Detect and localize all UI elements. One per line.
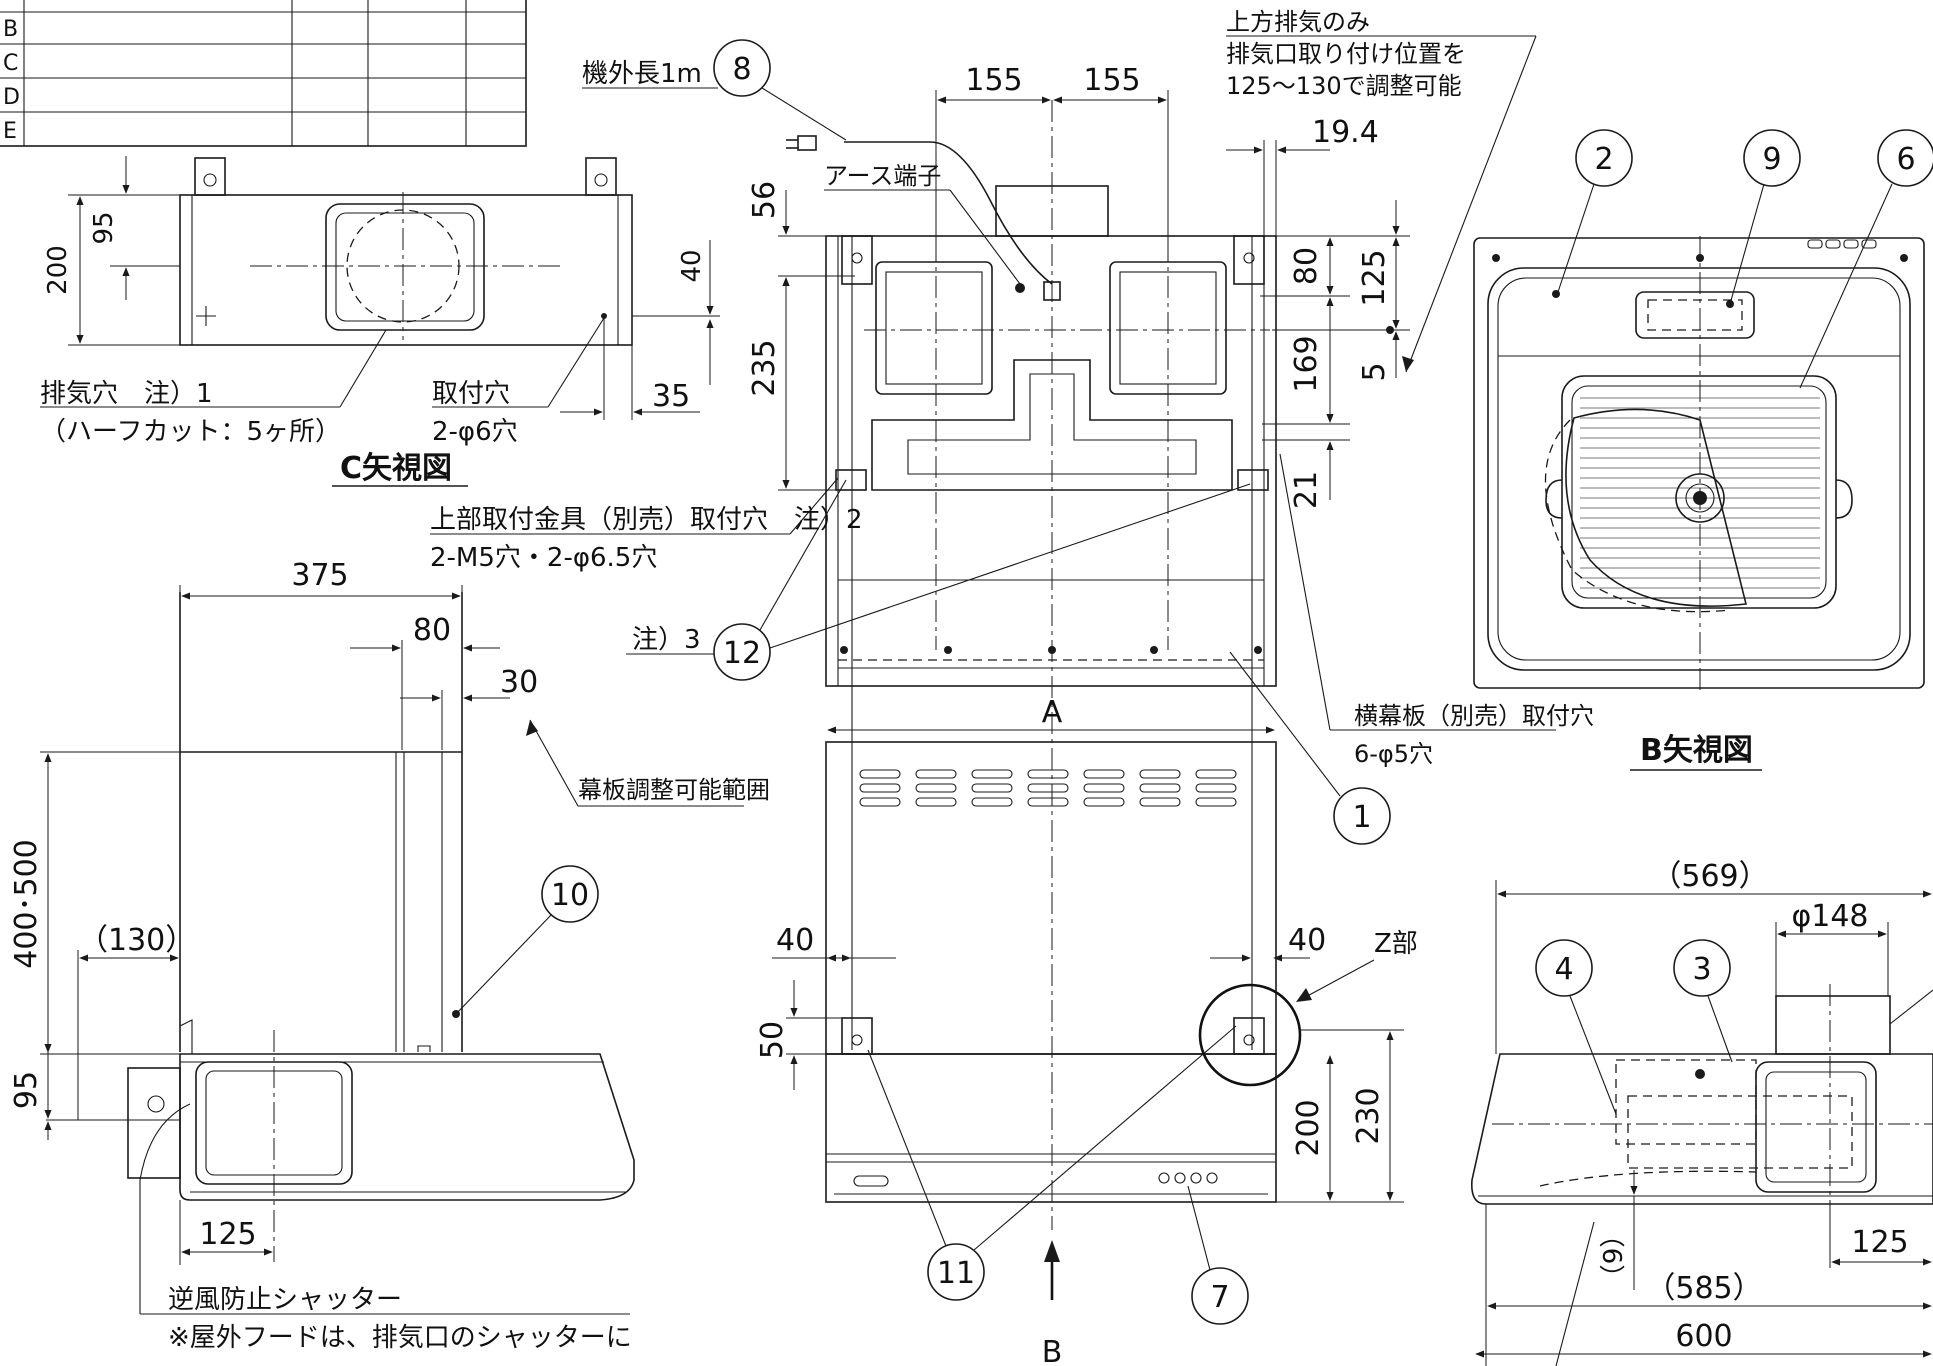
dim-169: 169: [1289, 335, 1324, 392]
dim-35: 35: [652, 379, 690, 414]
shutter-label: 逆風防止シャッター: [168, 1285, 402, 1315]
exhaust-hole-label: （ハーフカット：5ヶ所）: [40, 417, 341, 447]
top-exhaust-note: 上方排気のみ: [1226, 8, 1370, 36]
callout-9: 9: [1762, 142, 1781, 177]
center-callouts: 機外長1m 8 アース端子 上方排気のみ 排気口取り付け位置を 125～130で…: [430, 8, 1594, 1325]
cord-length-label: 機外長1m: [582, 59, 702, 89]
side-view: 375 80 30 400･500 95 （130） 125 幕板調整可能範囲 …: [9, 558, 770, 1353]
upper-bracket-label: 上部取付金具（別売）取付穴 注）2: [430, 505, 863, 535]
callout-11: 11: [937, 1256, 975, 1291]
dim-375: 375: [291, 558, 348, 593]
dim-600: 600: [1675, 1319, 1732, 1354]
c-view-title: C矢視図: [340, 451, 452, 486]
callout-10: 10: [551, 878, 589, 913]
dim-40-right: 40: [1288, 923, 1326, 958]
b-view: 2 9 6 B矢視図: [1473, 129, 1933, 771]
shutter-note: ※屋外フードは、排気口のシャッターに: [168, 1323, 632, 1353]
dim-80-right: 80: [1289, 247, 1324, 285]
b-view-title: B矢視図: [1640, 733, 1753, 768]
dim-30: 30: [500, 665, 538, 700]
table-row-label: B: [3, 17, 18, 42]
dim-200: 200: [43, 245, 73, 295]
table-row-label: E: [3, 119, 17, 144]
dim-585: （585）: [1645, 1271, 1762, 1306]
center-front-view: 40 40 50 200 230 B: [755, 741, 1404, 1366]
panel-range-label: 幕板調整可能範囲: [578, 776, 770, 804]
dim-50: 50: [755, 1021, 790, 1059]
callout-8: 8: [732, 52, 751, 87]
dim-80: 80: [413, 613, 451, 648]
dim-200-front: 200: [1291, 1099, 1326, 1156]
dim-235: 235: [747, 339, 782, 396]
dim-569: （569）: [1651, 859, 1768, 894]
mount-hole-label: 取付穴: [432, 379, 510, 409]
top-exhaust-note: 排気口取り付け位置を: [1226, 40, 1466, 68]
table-row-label: D: [3, 85, 20, 110]
dim-95: 95: [89, 211, 119, 244]
right-side-view: （569） φ148 （585） 600 （9） 125 4 3: [1470, 859, 1933, 1366]
dim-155-left: 155: [965, 63, 1022, 98]
arrow-b-label: B: [1042, 1335, 1063, 1366]
dim-155-right: 155: [1083, 63, 1140, 98]
arrow-a-label: A: [1042, 695, 1063, 730]
callout-4: 4: [1554, 952, 1573, 987]
top-exhaust-note: 125～130で調整可能: [1226, 72, 1462, 100]
dim-130: （130）: [78, 923, 195, 958]
revision-table: B C D E: [0, 0, 527, 147]
mount-hole-label: 2-φ6穴: [432, 417, 518, 447]
dim-21: 21: [1289, 471, 1324, 509]
dim-400-500: 400･500: [9, 839, 44, 969]
zone-z-label: Z部: [1374, 929, 1418, 959]
dim-19-4: 19.4: [1312, 115, 1379, 150]
callout-3: 3: [1692, 952, 1711, 987]
callout-7: 7: [1210, 1280, 1229, 1315]
dim-56: 56: [747, 181, 782, 219]
panel-hole-label: 6-φ5穴: [1354, 740, 1433, 768]
center-top-view: 155 155 19.4 56 235 80 125 5 169 21: [747, 63, 1410, 1230]
dim-125-right-side: 125: [1851, 1225, 1908, 1260]
dim-40: 40: [677, 249, 707, 282]
note3-label: 注）3: [632, 625, 701, 655]
dim-40-left: 40: [776, 923, 814, 958]
dim-148: φ148: [1791, 899, 1868, 934]
panel-hole-label: 横幕板（別売）取付穴: [1354, 702, 1594, 730]
dim-5: 5: [1357, 362, 1392, 381]
vent-slots: [859, 769, 1237, 807]
callout-1: 1: [1352, 800, 1371, 835]
table-row-label: C: [3, 51, 18, 76]
callout-6: 6: [1896, 142, 1915, 177]
exhaust-hole-label: 排気穴 注）1: [40, 379, 213, 409]
callout-12: 12: [723, 636, 761, 671]
upper-bracket-label: 2-M5穴・2-φ6.5穴: [430, 543, 657, 573]
dim-125-side: 125: [199, 1217, 256, 1252]
dim-9: （9）: [1599, 1222, 1629, 1291]
dim-95-side: 95: [9, 1071, 44, 1109]
callout-2: 2: [1594, 142, 1613, 177]
c-view: 200 95 40 35 排気穴 注）1 （ハーフカット：5ヶ所） 取付穴 2-…: [40, 156, 720, 487]
dim-125-right: 125: [1357, 249, 1392, 306]
dim-230: 230: [1351, 1087, 1386, 1144]
earth-terminal-label: アース端子: [824, 162, 941, 190]
